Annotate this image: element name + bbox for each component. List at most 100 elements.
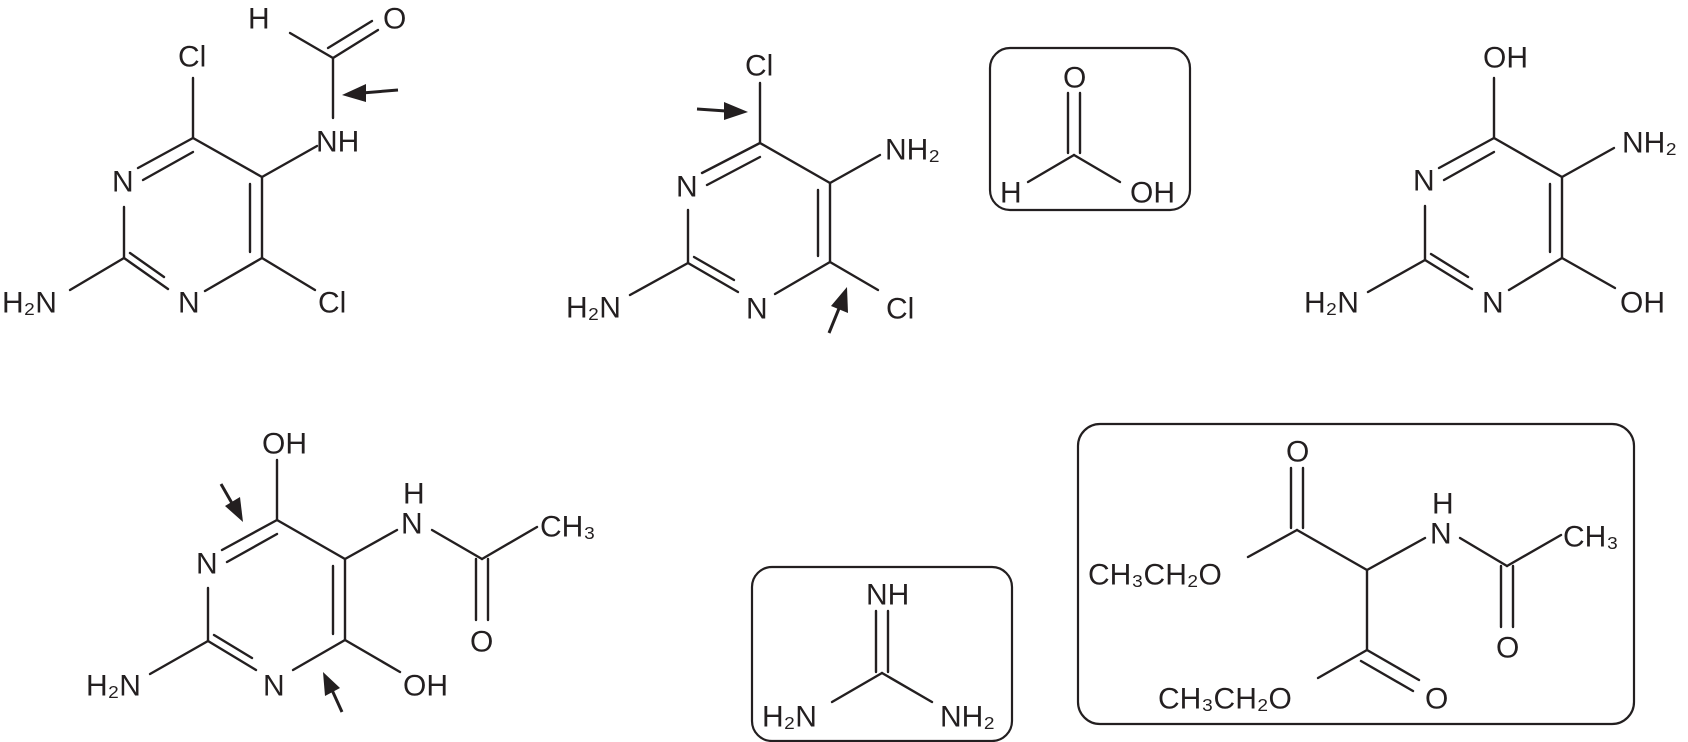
- molecule-formamido-dichloropyrimidine: Cl H O NH N N H₂N Cl: [2, 3, 406, 320]
- bond: [225, 532, 279, 564]
- atom-o: O: [1063, 62, 1086, 95]
- atom-nh: NH: [866, 579, 909, 612]
- atom-o: O: [470, 626, 493, 659]
- bond: [68, 256, 126, 292]
- atom-nh2: H₂N: [1304, 287, 1359, 320]
- bond: [1505, 533, 1563, 568]
- atom-o: O: [1496, 632, 1519, 665]
- arrow-shaft: [361, 88, 399, 95]
- atom-h: H: [403, 478, 425, 511]
- bond: [1026, 153, 1076, 184]
- bond: [705, 155, 762, 187]
- bond: [1366, 258, 1427, 294]
- molecule-formic-acid: O H OH: [988, 46, 1192, 212]
- atom-nh2: NH₂: [1622, 127, 1677, 160]
- bond: [260, 144, 319, 179]
- bond: [203, 256, 264, 293]
- bond: [828, 260, 880, 292]
- arrow-c4-oh: [219, 483, 243, 522]
- bond: [343, 528, 399, 561]
- bond: [206, 639, 258, 672]
- bond: [1365, 536, 1427, 572]
- atom-ch3: CH₃: [540, 511, 596, 544]
- bond: [212, 633, 254, 660]
- bond: [773, 260, 832, 296]
- atom-n: N: [1413, 165, 1435, 198]
- bond: [686, 261, 740, 294]
- atom-n: N: [746, 293, 768, 326]
- bond: [343, 638, 402, 674]
- atom-nh2: H₂N: [762, 701, 817, 734]
- atom-n: N: [676, 171, 698, 204]
- arrow-shaft: [696, 107, 727, 113]
- bond: [122, 256, 170, 291]
- molecule-amino-dichloropyrimidine: Cl N NH₂ H₂N N Cl: [566, 50, 940, 326]
- atom-oh: OH: [262, 428, 307, 461]
- bond: [758, 141, 832, 185]
- arrow-shaft: [330, 689, 344, 713]
- bond: [1246, 528, 1299, 559]
- bond: [1316, 648, 1369, 680]
- bond: [260, 256, 317, 292]
- arrowhead-icon: [831, 287, 848, 313]
- atom-h: H: [248, 3, 270, 36]
- atom-oh: OH: [1620, 287, 1665, 320]
- atom-nh2: H₂N: [2, 287, 57, 320]
- bond: [1423, 258, 1474, 291]
- bond: [1458, 536, 1509, 568]
- atom-oh: OH: [1483, 42, 1528, 75]
- bond: [148, 639, 210, 676]
- bond: [128, 251, 166, 279]
- molecule-guanidine: NH H₂N NH₂: [750, 565, 1014, 742]
- bond: [1442, 150, 1496, 182]
- bond: [1072, 153, 1122, 184]
- bond: [331, 28, 380, 60]
- atom-cl: Cl: [886, 293, 914, 326]
- atom-cl: Cl: [318, 287, 346, 320]
- atom-h: H: [1432, 488, 1454, 521]
- atom-h: H: [1000, 177, 1022, 210]
- atom-o: O: [1286, 436, 1309, 469]
- arrowhead-icon: [342, 84, 366, 102]
- atom-oh: OH: [1130, 177, 1175, 210]
- atom-n: N: [1482, 287, 1504, 320]
- atom-nh2: NH₂: [885, 134, 940, 167]
- arrowhead-icon: [724, 102, 748, 120]
- bond: [141, 150, 195, 182]
- bond: [1507, 256, 1564, 292]
- bond: [291, 638, 347, 672]
- atom-nh2: H₂N: [566, 292, 621, 325]
- bond: [1365, 648, 1421, 682]
- atom-n: N: [401, 508, 423, 541]
- atom-n: N: [196, 548, 218, 581]
- bond: [275, 518, 347, 561]
- reagent-box: [750, 565, 1014, 742]
- arrowhead-icon: [225, 497, 243, 522]
- atom-nh: NH: [316, 126, 359, 159]
- bond: [1359, 659, 1415, 693]
- bond: [288, 31, 335, 60]
- bond: [1560, 146, 1616, 179]
- bond: [700, 141, 762, 175]
- atom-oet: CH₃CH₂O: [1088, 559, 1222, 592]
- bond: [1437, 136, 1496, 170]
- atom-nh2: H₂N: [86, 670, 141, 703]
- atom-n: N: [178, 287, 200, 320]
- bond: [1560, 256, 1617, 290]
- bond: [628, 261, 690, 297]
- arrow-shaft: [219, 483, 235, 506]
- bond: [220, 518, 279, 552]
- atom-ch3: CH₃: [1563, 521, 1619, 554]
- arrow-c4-cl: [696, 102, 748, 120]
- bond: [430, 528, 484, 561]
- bond: [880, 671, 934, 704]
- bond: [326, 19, 374, 50]
- bond: [480, 525, 539, 561]
- arrow-formamide-n: [342, 84, 399, 102]
- molecule-acetamido-dihydroxypyrimidine: OH H N CH₃ N O H₂N N OH: [86, 428, 596, 703]
- atom-n: N: [1430, 518, 1452, 551]
- atom-o: O: [1425, 683, 1448, 716]
- atom-cl: Cl: [745, 50, 773, 83]
- bond: [692, 255, 736, 282]
